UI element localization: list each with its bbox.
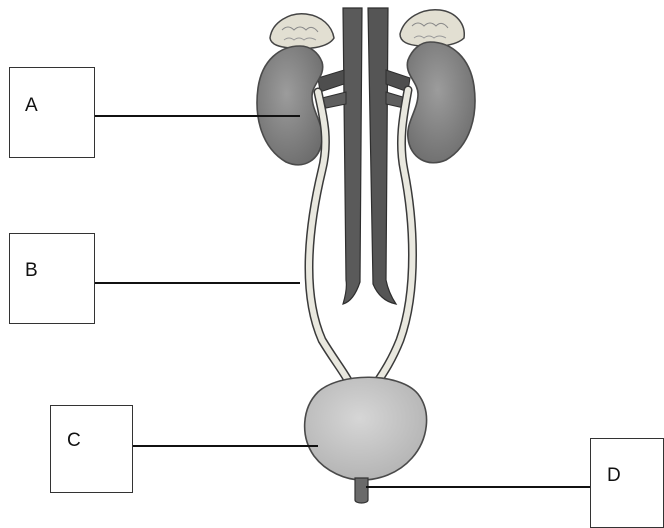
right-adrenal-gland xyxy=(400,10,464,47)
label-c: C xyxy=(67,430,81,452)
label-b: B xyxy=(25,260,38,282)
urethra xyxy=(355,478,368,503)
label-a: A xyxy=(25,95,38,117)
label-box-d xyxy=(590,438,664,528)
right-kidney xyxy=(407,42,475,163)
left-adrenal-gland xyxy=(270,14,334,49)
label-box-c xyxy=(50,405,133,493)
major-blood-vessels xyxy=(318,8,410,304)
label-box-a xyxy=(9,67,95,158)
label-d: D xyxy=(607,465,621,487)
left-kidney xyxy=(257,46,323,165)
label-box-b xyxy=(9,233,95,324)
urinary-bladder xyxy=(305,377,427,480)
